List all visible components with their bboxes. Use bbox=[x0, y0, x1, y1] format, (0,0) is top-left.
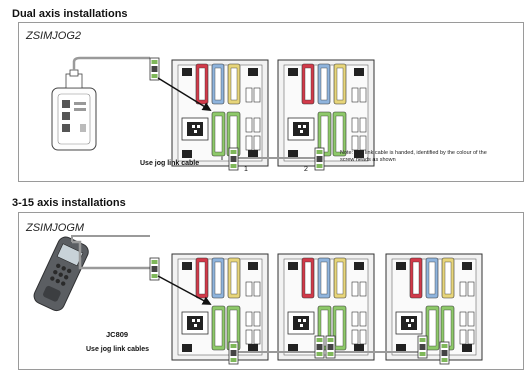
cable-label-2: Use jog link cables bbox=[86, 346, 150, 353]
port-number-1: 1 bbox=[244, 166, 248, 173]
cable-label-1: Use jog link cable bbox=[140, 160, 200, 167]
cable-plug-1 bbox=[149, 57, 160, 81]
handheld-cable bbox=[72, 240, 150, 270]
drive-unit-3 bbox=[171, 253, 269, 361]
cable-plug-2 bbox=[149, 257, 160, 281]
panel-zsimjog2 bbox=[18, 22, 524, 182]
drive-unit-1 bbox=[171, 59, 269, 167]
jog-link-cable bbox=[228, 147, 325, 171]
handed-cable-note: Note: Jog link cable is handed, identifi… bbox=[340, 150, 487, 163]
drive-unit-5 bbox=[385, 253, 483, 361]
connection-arrow bbox=[157, 77, 212, 111]
jog-link-cables bbox=[228, 335, 450, 365]
panel-title-zsimjogm: ZSIMJOGM bbox=[26, 222, 85, 234]
pendant-cable bbox=[72, 56, 150, 70]
heading-dual-axis: Dual axis installations bbox=[12, 8, 128, 20]
jc809-handheld bbox=[33, 236, 89, 312]
connection-arrow-2 bbox=[157, 275, 212, 305]
device-label-jc809: JC809 bbox=[106, 330, 129, 339]
jog-pendant-small bbox=[51, 69, 97, 151]
panel-title-zsimjog2: ZSIMJOG2 bbox=[26, 30, 82, 42]
port-number-2: 2 bbox=[304, 166, 308, 173]
handheld-cable-upper bbox=[71, 235, 150, 242]
heading-multi-axis: 3-15 axis installations bbox=[12, 197, 126, 209]
